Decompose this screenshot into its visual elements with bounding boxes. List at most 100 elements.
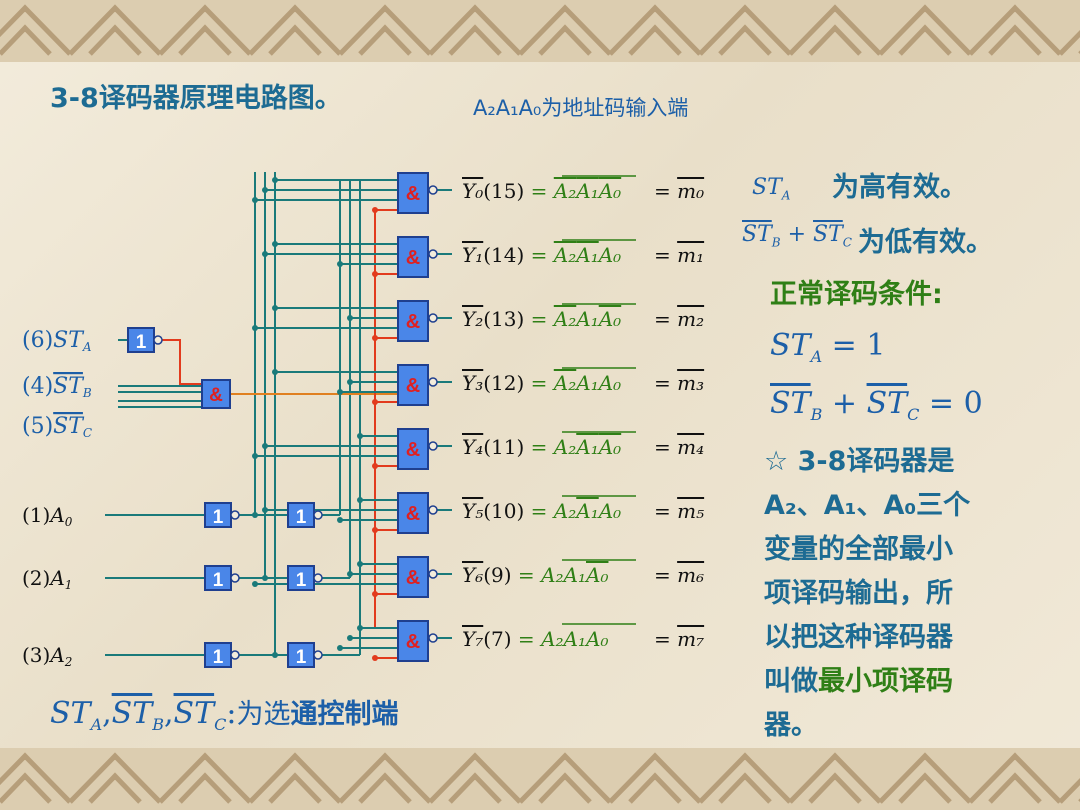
enable-dot	[372, 463, 378, 469]
minterm-m5: = m₅	[654, 499, 704, 523]
low-active-text: 为低有效。	[858, 227, 993, 258]
not-gate-a2-first	[204, 642, 232, 668]
page-title: 3-8译码器原理电路图。	[50, 83, 342, 114]
enable-dot	[372, 335, 378, 341]
and-gate-y6-bubble	[428, 569, 438, 579]
not-gate-a0-first-bubble	[230, 510, 240, 520]
and-gate-y0	[397, 172, 429, 214]
and-gate-enable-symbol: &	[209, 385, 223, 406]
notes-line-3: 变量的全部最小	[764, 534, 953, 565]
junction-dot	[347, 315, 353, 321]
junction-dot	[252, 197, 258, 203]
junction-dot	[337, 517, 343, 523]
output-eq-y6: Y₆(9) = A₂A₁A₀	[462, 563, 608, 587]
and-gate-y1	[397, 236, 429, 278]
input-label-a0: (1)A0	[22, 503, 73, 529]
and-gate-y1-bubble	[428, 249, 438, 259]
junction-dot	[252, 581, 258, 587]
junction-dot	[252, 325, 258, 331]
and-gate-enable	[201, 379, 231, 409]
minterm-m3: = m₃	[654, 371, 704, 395]
junction-dot	[357, 561, 363, 567]
enable-ports-caption: STA,STB,STC:为选通控制端	[50, 696, 399, 734]
condition-eq1: STA = 1	[770, 328, 886, 366]
junction-dot	[357, 625, 363, 631]
output-eq-y5: Y₅(10) = A₂A₁A₀	[462, 499, 621, 523]
junction-dot	[272, 305, 278, 311]
not-gate-a2-second-symbol: 1	[296, 647, 307, 668]
not-gate-sta	[127, 327, 155, 353]
output-eq-y2: Y₂(13) = A₂A₁A₀	[462, 307, 621, 331]
enable-dot	[372, 655, 378, 661]
enable-dot	[372, 207, 378, 213]
input-label-sta: (6)STA	[22, 328, 92, 354]
not-gate-a0-second-bubble	[313, 510, 323, 520]
output-eq-y4: Y₄(11) = A₂A₁A₀	[462, 435, 621, 459]
minterm-m6: = m₆	[654, 563, 704, 587]
junction-dot	[337, 389, 343, 395]
and-gate-y2-bubble	[428, 313, 438, 323]
notes-line-5: 以把这种译码器	[764, 622, 953, 653]
junction-dot	[337, 261, 343, 267]
junction-dot	[262, 443, 268, 449]
and-gate-y2	[397, 300, 429, 342]
junction-dot	[272, 369, 278, 375]
junction-dot	[252, 453, 258, 459]
input-label-a1: (2)A1	[22, 566, 72, 592]
enable-dot	[372, 271, 378, 277]
junction-dot	[337, 645, 343, 651]
and-gate-y0-symbol: &	[406, 183, 420, 205]
junction-dot	[347, 635, 353, 641]
not-gate-a1-first-symbol: 1	[213, 570, 224, 591]
stb-stc-label: STB + STC	[742, 222, 852, 250]
minterm-m1: = m₁	[654, 243, 704, 267]
not-gate-a1-second-symbol: 1	[296, 570, 307, 591]
notes-line-1: ☆ 3-8译码器是	[764, 446, 955, 477]
notes-line-7: 器。	[764, 710, 818, 741]
bottom-border-pattern	[0, 748, 1080, 810]
enable-dot	[372, 591, 378, 597]
input-label-stc: (5)STC	[22, 414, 92, 440]
not-gate-a1-second-bubble	[313, 573, 323, 583]
and-gate-y5-symbol: &	[406, 503, 420, 525]
junction-dot	[262, 507, 268, 513]
top-border-pattern	[0, 0, 1080, 62]
enable-dot	[372, 399, 378, 405]
minterm-m2: = m₂	[654, 307, 704, 331]
junction-dot	[262, 251, 268, 257]
enable-dot	[372, 527, 378, 533]
and-gate-y0-bubble	[428, 185, 438, 195]
not-gate-a2-first-symbol: 1	[213, 647, 224, 668]
notes-line-6: 叫做最小项译码	[764, 666, 953, 697]
output-eq-y3: Y₃(12) = A₂A₁A₀	[462, 371, 621, 395]
and-gate-y1-symbol: &	[406, 247, 420, 269]
condition-eq2: STB + STC = 0	[770, 386, 983, 424]
not-gate-a0-second-symbol: 1	[296, 507, 307, 528]
output-eq-y7: Y₇(7) = A₂A₁A₀	[462, 627, 608, 651]
and-gate-y7	[397, 620, 429, 662]
high-active-text: 为高有效。	[832, 172, 967, 203]
and-gate-y6-symbol: &	[406, 567, 420, 589]
notes-line-4: 项译码输出，所	[764, 578, 953, 609]
junction-dot	[357, 433, 363, 439]
junction-dot	[347, 571, 353, 577]
and-gate-y7-bubble	[428, 633, 438, 643]
not-gate-a2-second-bubble	[313, 650, 323, 660]
minterm-m7: = m₇	[654, 627, 704, 651]
not-gate-a0-first	[204, 502, 232, 528]
junction-dot	[357, 497, 363, 503]
notes-line-2: A₂、A₁、A₀三个	[764, 490, 971, 521]
not-gate-sta-bubble	[153, 335, 163, 345]
and-gate-y5	[397, 492, 429, 534]
and-gate-y5-bubble	[428, 505, 438, 515]
junction-dot	[272, 241, 278, 247]
and-gate-y4	[397, 428, 429, 470]
enable-wire-sta	[162, 339, 202, 385]
junction-dot	[272, 177, 278, 183]
decoder-notes: ☆ 3-8译码器是 A₂、A₁、A₀三个 变量的全部最小 项译码输出，所 以把这…	[764, 440, 1044, 748]
and-gate-y6	[397, 556, 429, 598]
junction-dot	[347, 379, 353, 385]
not-gate-a2-first-bubble	[230, 650, 240, 660]
sta-label: STA	[752, 175, 791, 203]
